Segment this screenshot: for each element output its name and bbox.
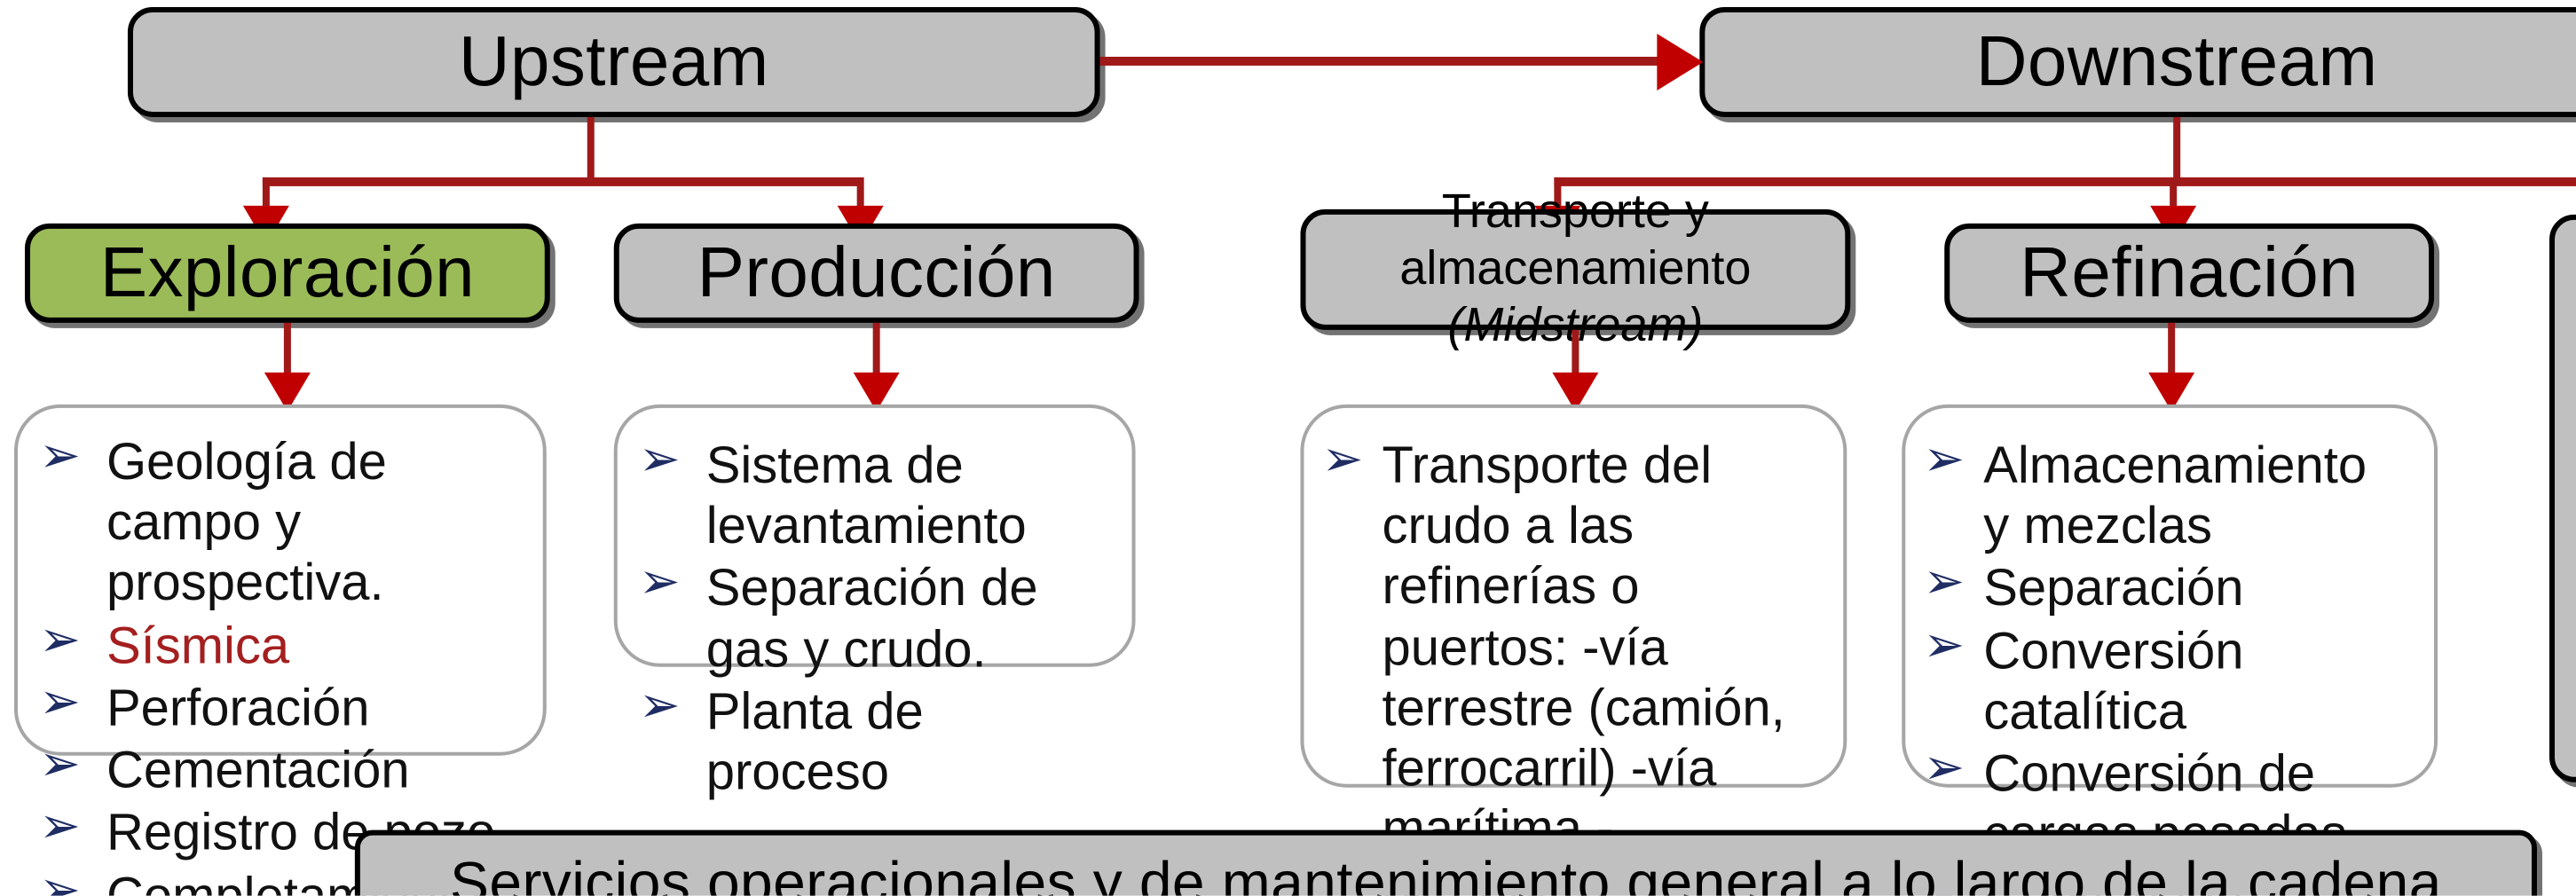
list-item-label: Separación [1983, 561, 2244, 618]
bullet-arrow-icon: ➢ [38, 798, 81, 854]
footer-services-bar[interactable]: Servicios operacionales y de mantenimien… [354, 829, 2538, 896]
list-item[interactable]: ➢ Sísmica [35, 611, 515, 677]
list-item[interactable]: ➢ Conversión catalítica [1923, 617, 2406, 743]
connector-downstream-bus [1554, 177, 2576, 186]
bullet-arrow-icon: ➢ [38, 735, 81, 791]
connector-produccion-to-list [872, 322, 880, 380]
footer-services-label: Servicios operacionales y de mantenimien… [449, 849, 2442, 896]
list-item-label: Transporte del crudo a las refinerías o … [1382, 437, 1785, 896]
list-item-label: Planta de proceso [705, 684, 924, 802]
node-midstream-label-line2: almacenamiento [1399, 241, 1752, 295]
list-produccion-items: ➢ Sistema de levantamiento ➢ Separación … [635, 430, 1104, 804]
bullet-arrow-icon: ➢ [1923, 739, 1965, 795]
list-item[interactable]: ➢ Almacenamiento y mezclas [1923, 430, 2406, 558]
bullet-arrow-icon: ➢ [1321, 430, 1364, 486]
list-item[interactable]: ➢ Separación de gas y crudo. [635, 554, 1104, 681]
node-produccion-label: Producción [697, 233, 1056, 312]
node-downstream[interactable]: Downstream [1699, 6, 2576, 117]
node-upstream[interactable]: Upstream [127, 6, 1100, 117]
list-item[interactable]: ➢ Planta de proceso [635, 677, 1104, 804]
list-produccion: ➢ Sistema de levantamiento ➢ Separación … [613, 404, 1136, 802]
connector-downstream-stem [2173, 116, 2181, 183]
connector-midstream-to-list [1572, 329, 1579, 380]
list-item[interactable]: ➢ Perforación [35, 673, 515, 739]
arrowhead-upstream-to-downstream [1657, 33, 1704, 90]
node-downstream-label: Downstream [1975, 22, 2378, 101]
list-midstream: ➢ Transporte del crudo a las refinerías … [1300, 404, 1847, 896]
node-exploracion[interactable]: Exploración [24, 223, 550, 323]
list-item-label: Conversión catalítica [1983, 624, 2244, 742]
node-exploracion-label: Exploración [99, 233, 476, 312]
list-exploracion: ➢ Geología de campo y prospectiva. ➢ Sís… [13, 404, 547, 896]
bullet-arrow-icon: ➢ [1923, 554, 1965, 609]
list-exploracion-items: ➢ Geología de campo y prospectiva. ➢ Sís… [35, 427, 515, 896]
connector-downstream-drop-midstream [1554, 177, 1562, 213]
list-refinacion: ➢ Almacenamiento y mezclas ➢ Separación … [1902, 404, 2438, 896]
connector-upstream-bus [262, 177, 863, 186]
connector-upstream-stem [587, 116, 595, 183]
bullet-arrow-icon: ➢ [1923, 617, 1965, 672]
bullet-arrow-icon: ➢ [38, 861, 81, 896]
bullet-arrow-icon: ➢ [1923, 430, 1965, 486]
list-item[interactable]: ➢ Transporte del crudo a las refinerías … [1321, 430, 1815, 896]
connector-downstream-drop-refinacion [2170, 177, 2178, 213]
list-item[interactable]: ➢ Sistema de levantamiento [635, 430, 1104, 558]
list-item-label: Sísmica [106, 618, 290, 676]
list-item[interactable]: ➢ Cementación [35, 735, 515, 802]
node-produccion[interactable]: Producción [613, 223, 1139, 323]
node-midstream-label-line1: Transporte y [1441, 185, 1709, 239]
list-refinacion-items: ➢ Almacenamiento y mezclas ➢ Separación … [1923, 430, 2406, 896]
list-item[interactable]: ➢ Geología de campo y prospectiva. [35, 427, 515, 615]
node-refinacion[interactable]: Refinación [1944, 223, 2435, 323]
list-item-label: Geología de campo y prospectiva. [106, 434, 387, 613]
connector-upstream-to-downstream [1099, 56, 1665, 66]
connector-refinacion-to-list [2168, 322, 2176, 380]
list-midstream-items: ➢ Transporte del crudo a las refinerías … [1321, 430, 1815, 896]
node-midstream[interactable]: Transporte y almacenamiento (Midstream) [1300, 185, 1851, 351]
list-item-label: Cementación [106, 743, 410, 800]
node-upstream-label: Upstream [458, 22, 769, 101]
list-item-label: Sistema de levantamiento [705, 437, 1027, 556]
bullet-arrow-icon: ➢ [38, 673, 81, 729]
bullet-arrow-icon: ➢ [38, 427, 81, 483]
connector-upstream-drop-produccion [856, 177, 864, 213]
list-item-label: Perforación [106, 680, 370, 738]
bullet-arrow-icon: ➢ [638, 677, 681, 733]
node-transporte-final[interactable]: Transporte y almacenamiento (Final) [2549, 214, 2576, 782]
connector-exploracion-to-list [283, 322, 291, 380]
list-item-label: Separación de gas y crudo. [705, 561, 1038, 680]
bullet-arrow-icon: ➢ [638, 554, 681, 609]
node-refinacion-label: Refinación [2020, 233, 2359, 312]
list-item[interactable]: ➢ Separación [1923, 554, 2406, 620]
bullet-arrow-icon: ➢ [638, 430, 681, 486]
node-transporte-final-text: Transporte y almacenamiento (Final) [2567, 323, 2576, 674]
list-item-label: Almacenamiento y mezclas [1983, 437, 2367, 556]
node-transporte-final-line1: Transporte y [2567, 365, 2576, 633]
bullet-arrow-icon: ➢ [38, 611, 81, 667]
connector-upstream-drop-exploracion [262, 177, 270, 213]
